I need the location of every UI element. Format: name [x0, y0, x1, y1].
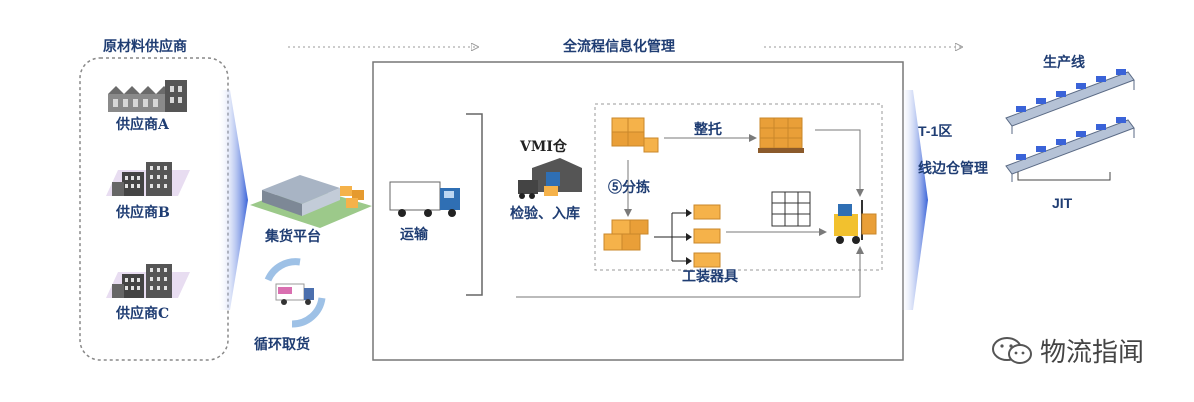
- fork-arrows: [654, 212, 686, 262]
- pallet-to-forklift-arrow: [815, 129, 864, 197]
- factory-icon-a: [108, 80, 187, 112]
- rack-icon: [771, 191, 811, 227]
- production-line-icon-top: [1005, 69, 1135, 134]
- jit-label: JIT: [1052, 195, 1073, 211]
- supplier-c-label: 供应商C: [116, 306, 170, 322]
- supplier-a-label: 供应商A: [116, 117, 169, 133]
- milk-run-icon: [264, 258, 326, 328]
- inspect-label: 检验、入库: [510, 206, 580, 222]
- lineside-label: 线边仓管理: [918, 161, 988, 177]
- factory-icon-c: [106, 264, 190, 298]
- box-stack-icon-bottom: [603, 219, 649, 251]
- vmi-warehouse-icon: [518, 158, 582, 199]
- t1-zone-label: T-1区: [918, 123, 953, 139]
- watermark-text: 物流指闻: [1040, 338, 1145, 368]
- process-title: 全流程信息化管理: [563, 39, 675, 55]
- production-line-icon-bottom: [1005, 117, 1135, 182]
- pallet-icon: [758, 117, 804, 153]
- transport-label: 运输: [400, 227, 428, 243]
- supplier-b-label: 供应商B: [116, 205, 170, 221]
- wechat-icon: [992, 336, 1032, 364]
- fork-arrowheads: [686, 209, 692, 265]
- factory-icon-b: [106, 162, 190, 196]
- box-stack-icon-top: [611, 117, 659, 153]
- hub-label: 集货平台: [265, 229, 321, 245]
- production-line-label: 生产线: [1043, 55, 1085, 71]
- palletize-label: 整托: [694, 122, 722, 138]
- sort-label: ⑤分拣: [608, 180, 650, 196]
- vmi-label: VMI仓: [520, 139, 567, 155]
- truck-icon: [389, 181, 460, 217]
- milk-run-label: 循环取货: [254, 337, 310, 353]
- hub-warehouse-icon: [250, 175, 372, 228]
- fixture-label: 工装器具: [682, 269, 738, 285]
- supplier-to-hub-arrow: [218, 90, 248, 310]
- jit-bracket: [1017, 172, 1111, 181]
- forklift-icon: [834, 200, 877, 244]
- warehouse-to-line-arrow: [900, 90, 928, 310]
- supplier-group-label: 原材料供应商: [103, 39, 187, 55]
- vmi-dashed-box: [594, 103, 883, 271]
- fixture-boxes: [693, 204, 721, 268]
- split-bracket: [466, 113, 483, 296]
- watermark: 物流指闻: [990, 332, 1144, 369]
